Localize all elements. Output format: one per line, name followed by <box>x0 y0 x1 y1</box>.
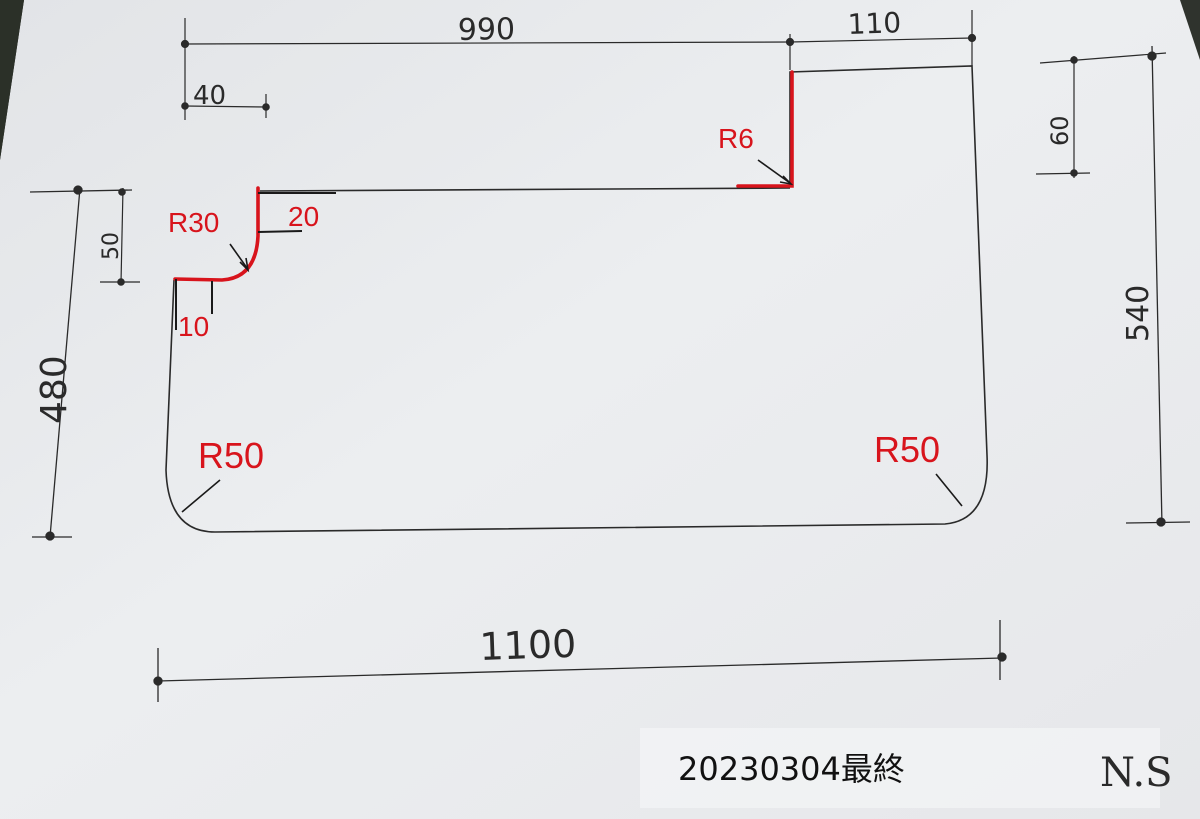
dim-top-110 <box>789 10 977 66</box>
callout-r50-right: R50 <box>874 429 940 470</box>
footer-highlight <box>640 728 1160 808</box>
table-corner-dark <box>0 0 24 160</box>
dim-label-110: 110 <box>847 6 902 41</box>
dim-label-480: 480 <box>34 355 75 424</box>
dim-right-60 <box>1035 52 1167 178</box>
dim-left-40 <box>181 94 270 118</box>
dim-label-1100: 1100 <box>479 622 577 669</box>
callout-r6: R6 <box>718 123 754 154</box>
leader-lines <box>181 159 963 513</box>
callout-r50-left: R50 <box>198 435 264 476</box>
callout-r30: R30 <box>168 207 219 238</box>
dim-left-50 <box>100 187 140 286</box>
callout-20: 20 <box>288 201 319 232</box>
dim-right-540 <box>1125 45 1191 527</box>
dim-bottom-1100 <box>153 620 1007 702</box>
table-right-edge <box>1180 0 1200 60</box>
dim-left-480 <box>29 185 133 541</box>
signature: N.S <box>1100 750 1173 796</box>
dim-label-60: 60 <box>1046 115 1074 146</box>
callout-10: 10 <box>178 311 209 342</box>
dim-label-540: 540 <box>1121 285 1156 342</box>
dim-label-40: 40 <box>193 81 226 111</box>
part-outline <box>165 65 988 533</box>
dim-label-50: 50 <box>99 232 124 260</box>
dim-label-990: 990 <box>458 12 516 48</box>
detail-ticks <box>175 192 336 330</box>
version-label: 20230304最終 <box>678 750 905 788</box>
